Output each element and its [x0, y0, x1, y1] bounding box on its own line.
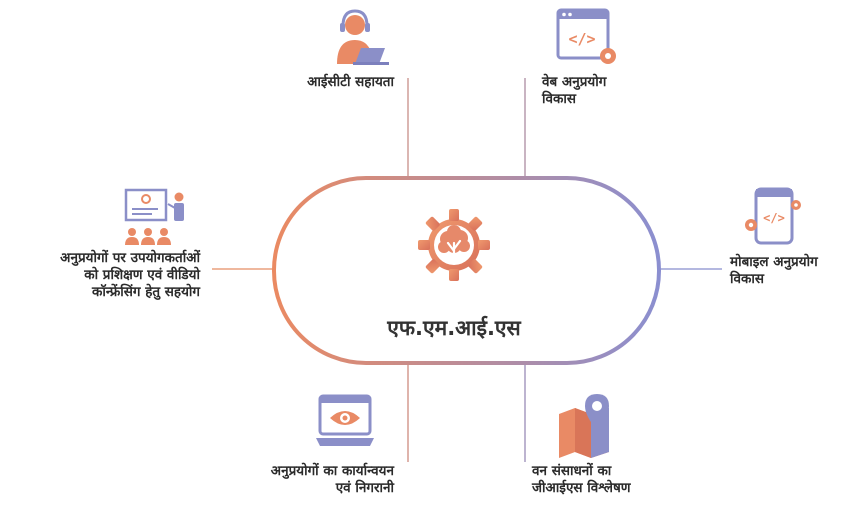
center-title: एफ.एम.आई.एस	[387, 316, 521, 340]
map-pin-icon	[559, 394, 609, 458]
svg-text:</>: </>	[568, 30, 595, 48]
label-mobile-app: मोबाइल अनुप्रयोग विकास	[730, 254, 818, 287]
training-presentation-icon	[124, 188, 184, 245]
tree-gear-icon	[418, 209, 490, 281]
center-pill	[272, 176, 661, 365]
label-gis-analysis: वन संसाधनों का जीआईएस विश्लेषण	[532, 463, 631, 496]
code-browser-icon: </>	[556, 8, 616, 64]
monitor-eye-icon	[316, 394, 374, 446]
headset-support-icon	[337, 9, 389, 65]
label-web-app: वेब अनुप्रयोग विकास	[542, 74, 607, 107]
svg-text:</>: </>	[763, 211, 785, 225]
label-ict-support: आईसीटी सहायता	[307, 74, 394, 90]
label-implementation: अनुप्रयोगों का कार्यान्वयन एवं निगरानी	[270, 463, 394, 496]
label-user-training: अनुप्रयोगों पर उपयोगकर्ताओं को प्रशिक्षण…	[60, 250, 200, 300]
mobile-code-icon: </>	[745, 187, 801, 245]
